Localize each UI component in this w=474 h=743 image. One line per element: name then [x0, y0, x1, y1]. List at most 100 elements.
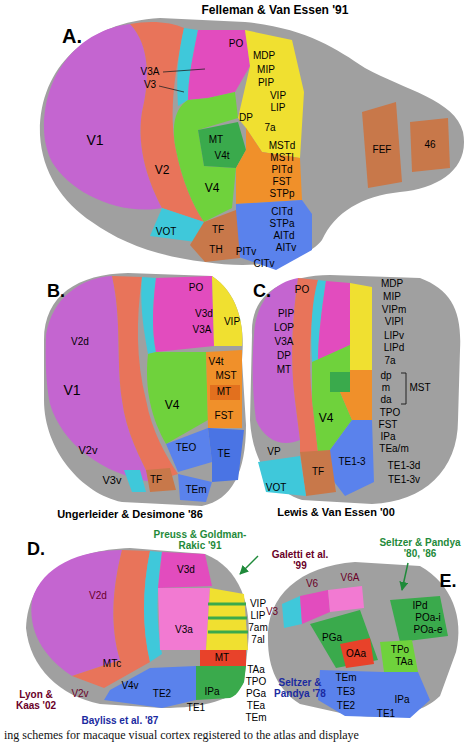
panel-a-map-part [159, 86, 184, 92]
area-label: FST [215, 411, 234, 421]
area-label: TE1-3d [388, 461, 421, 471]
area-label: PGa [246, 689, 266, 699]
area-label: 7a [384, 356, 395, 366]
citation-label: Galetti et al. '99 [269, 549, 331, 571]
panel-d-map-part [208, 604, 248, 632]
area-label: V4v [121, 681, 138, 691]
area-label: TEm [335, 673, 356, 683]
area-label: V3d [177, 565, 195, 575]
area-label: FST [273, 177, 292, 187]
area-label: V4 [165, 399, 180, 411]
area-label: DP [277, 351, 291, 361]
panel-d-map-part [240, 556, 258, 574]
panel-e-map-part [318, 670, 430, 718]
area-label: MTc [103, 659, 121, 669]
area-label: TEm [185, 485, 206, 495]
panel-c-map-part [350, 283, 372, 370]
area-label: V3 [266, 607, 278, 617]
area-label: STPp [269, 189, 294, 199]
citation-label: Ungerleider & Desimone '86 [57, 508, 203, 520]
area-label: VIPm [382, 305, 406, 315]
area-label: V3d [195, 309, 213, 319]
area-label: V3 [144, 80, 156, 90]
area-label: PGa [322, 633, 342, 643]
panel-b-map [44, 273, 246, 506]
area-label: TEO [176, 443, 197, 453]
panel-b-map-part [44, 273, 246, 506]
area-label: MT [209, 135, 223, 145]
area-label: LIP [250, 611, 265, 621]
area-label: TF [312, 467, 324, 477]
area-label: TAa [247, 665, 265, 675]
area-label: POa-i [415, 613, 441, 623]
figure-caption: ing schemes for macaque visual cortex re… [4, 729, 359, 742]
panel-a-map-part [362, 102, 402, 188]
area-label: MT [277, 365, 291, 375]
panel-a-map-part [198, 122, 246, 168]
area-label: VIP [270, 91, 286, 101]
panel-e-map-part [380, 640, 418, 672]
area-label: TE [218, 449, 231, 459]
area-label: PIP [278, 309, 294, 319]
area-label: VP [267, 447, 280, 457]
panel-b-map-part [146, 468, 176, 492]
panel-b-map-part [210, 385, 240, 400]
panel-e-map-part [340, 638, 374, 668]
area-label: MSTd [269, 141, 296, 151]
panel-c-map [250, 275, 460, 504]
area-label: TPo [391, 645, 409, 655]
area-label: V2d [71, 337, 89, 347]
area-label: TF [150, 475, 162, 485]
panel-letter: A. [62, 25, 82, 47]
area-label: V2v [79, 445, 98, 456]
area-label: IPa [394, 695, 409, 705]
panel-b-map-part [178, 474, 212, 502]
area-label: VIPl [385, 317, 403, 327]
panel-b-map-part [166, 428, 212, 472]
area-label: CITd [271, 207, 293, 217]
panel-c-map-part [330, 372, 350, 392]
area-label: m [382, 383, 390, 393]
area-label: LIPd [384, 343, 405, 353]
citation-label: Preuss & Goldman-Rakic '91 [145, 529, 255, 551]
area-label: MT [217, 387, 231, 397]
citation-label: Lewis & Van Essen '00 [277, 506, 395, 518]
area-label: PO [189, 283, 203, 293]
area-label: LIPv [384, 331, 404, 341]
panel-a-map-part [163, 69, 205, 72]
area-label: TEm [245, 713, 266, 723]
area-label: 7am [248, 623, 267, 633]
area-label: TE2 [337, 701, 355, 711]
area-label: LIP [270, 103, 285, 113]
panel-b-map-part [212, 276, 242, 346]
area-label: MSTl [270, 153, 293, 163]
panel-c-map-part [258, 456, 306, 496]
area-label: AITv [276, 243, 297, 253]
area-label: TE3 [337, 687, 355, 697]
area-label: V4t [214, 151, 229, 161]
panel-a-map-part [190, 210, 240, 262]
area-label: V3a [175, 625, 193, 635]
area-label: V3A [275, 337, 294, 347]
panel-b-map-part [147, 352, 208, 444]
area-label: dp [380, 371, 391, 381]
panel-d-map-part [206, 588, 248, 650]
panel-d-map-part [158, 552, 212, 588]
panel-letter: E. [439, 572, 456, 592]
panel-letter: D. [27, 540, 45, 560]
area-label: TEa/m [379, 444, 408, 454]
area-label: TPO [380, 408, 401, 418]
panel-b-map-part [208, 428, 244, 482]
citation-label: Seltzer & Pandya '80, '86 [372, 537, 468, 559]
area-label: MST [409, 383, 430, 393]
panel-a-map-part [236, 128, 302, 204]
area-label: 7al [251, 635, 264, 645]
area-label: V4 [205, 182, 220, 194]
panel-letter: B. [47, 282, 65, 302]
area-label: AITd [273, 231, 294, 241]
area-label: MDP [381, 279, 403, 289]
panel-d-map-part [200, 650, 246, 666]
